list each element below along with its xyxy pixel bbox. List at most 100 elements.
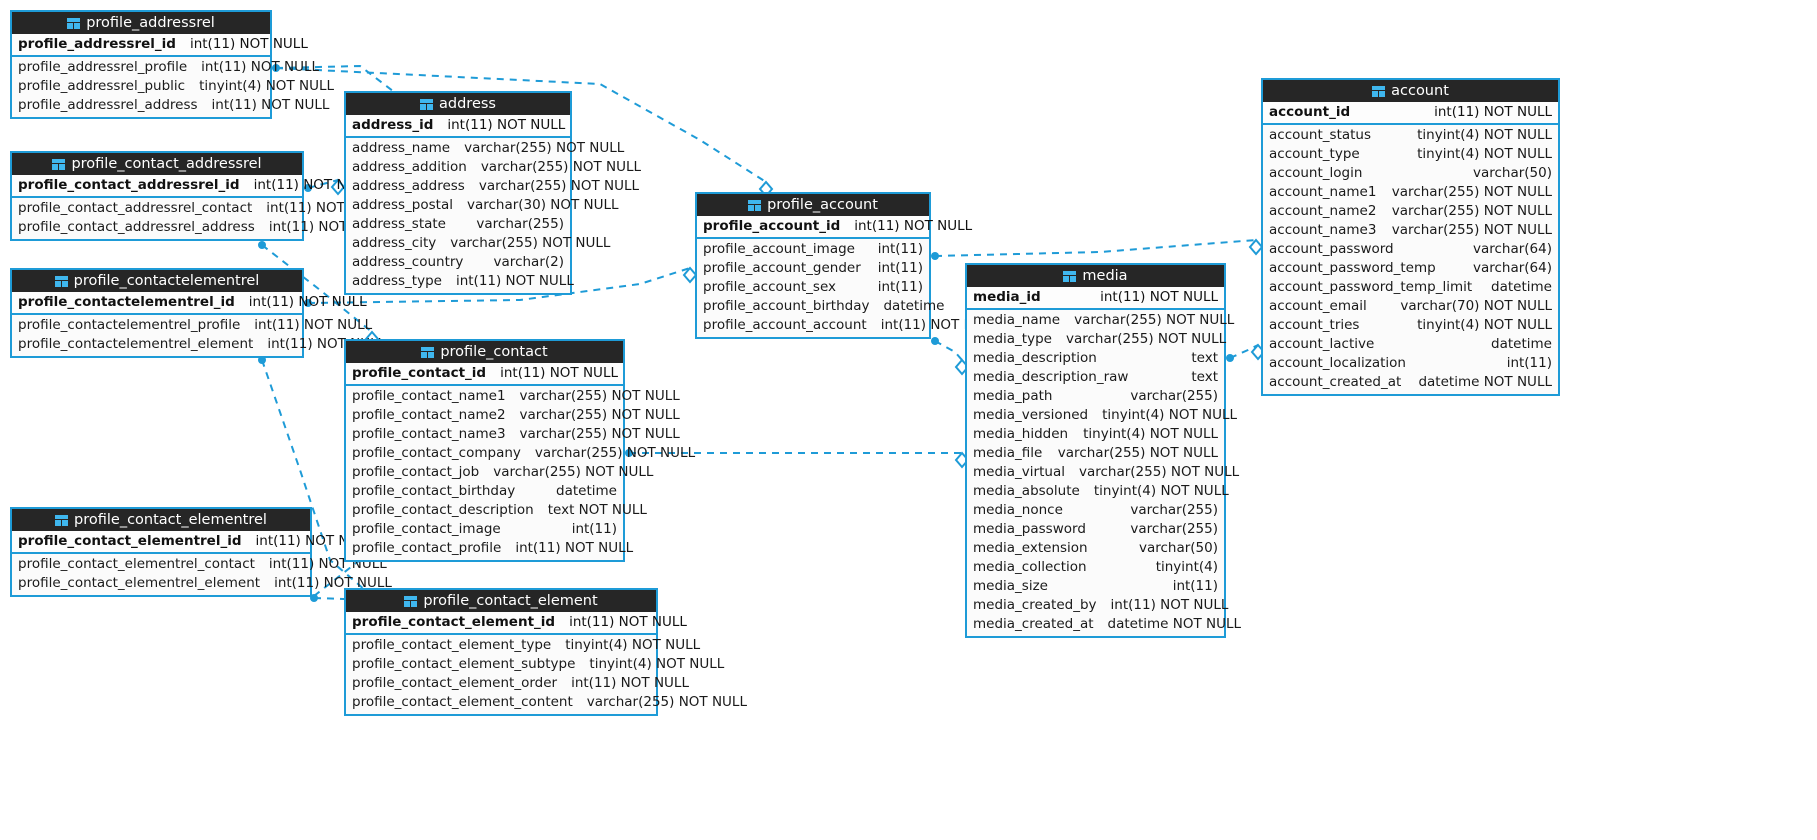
rel-line-profile-account-media bbox=[934, 340, 963, 361]
entity-header-address[interactable]: address bbox=[346, 93, 570, 115]
entity-header-profile_addressrel[interactable]: profile_addressrel bbox=[12, 12, 270, 34]
column-name: profile_contact_element_type bbox=[352, 637, 552, 653]
entity-header-profile_contact_element[interactable]: profile_contact_element bbox=[346, 590, 656, 612]
column-name: media_id bbox=[973, 289, 1041, 305]
entity-header-account[interactable]: account bbox=[1263, 80, 1558, 102]
entity-header-profile_account[interactable]: profile_account bbox=[697, 194, 929, 216]
entity-header-profile_contact_elementrel[interactable]: profile_contact_elementrel bbox=[12, 509, 310, 531]
entity-header-profile_contact[interactable]: profile_contact bbox=[346, 341, 623, 363]
entity-header-media[interactable]: media bbox=[967, 265, 1224, 287]
entity-header-profile_contact_addressrel[interactable]: profile_contact_addressrel bbox=[12, 153, 302, 175]
column-name: profile_contact_element_order bbox=[352, 675, 558, 691]
entity-header-profile_contactelementrel[interactable]: profile_contactelementrel bbox=[12, 270, 302, 292]
